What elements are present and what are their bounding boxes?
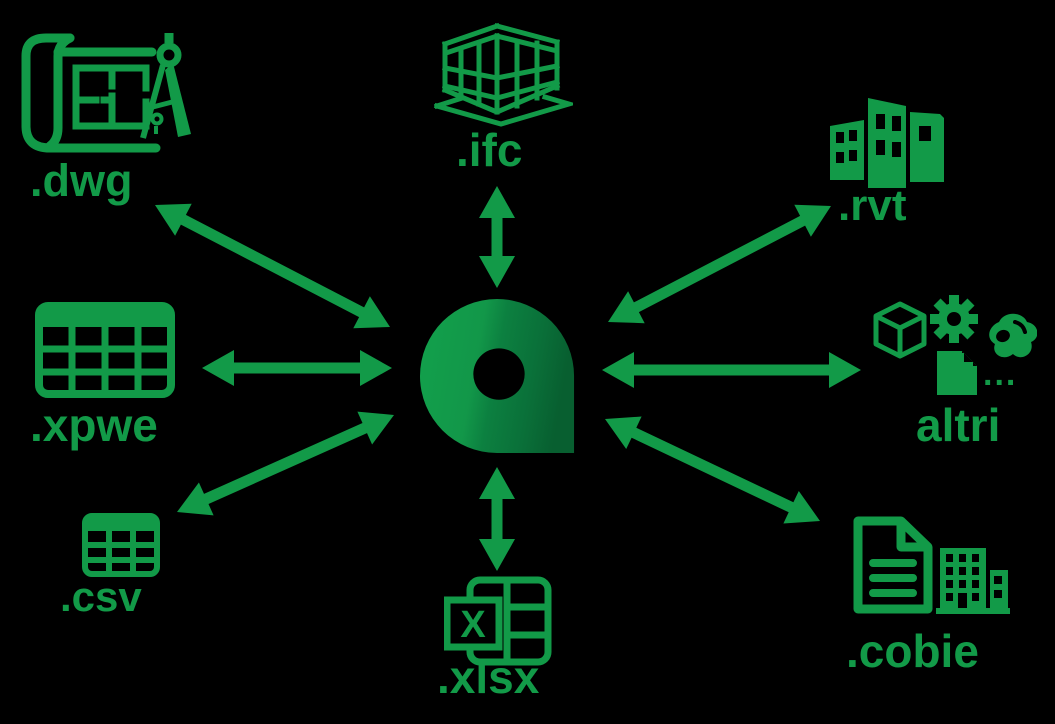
document-lines-icon <box>853 516 933 614</box>
node-label-rvt: .rvt <box>838 181 907 230</box>
building-filled-icon <box>936 548 1010 614</box>
double-arrow-dwg <box>155 203 390 329</box>
double-arrow-xpwe <box>202 350 392 386</box>
table-large-icon <box>35 302 175 398</box>
node-label-dwg: .dwg <box>30 155 133 206</box>
node-label-altri: altri <box>916 399 1001 451</box>
double-arrow-altri <box>602 352 861 388</box>
double-arrow-xlsx <box>479 467 515 571</box>
document-filled-icon <box>937 351 977 395</box>
excel-spreadsheet-icon: X <box>444 576 552 666</box>
node-label-cobie: .cobie <box>846 625 979 677</box>
acca-a-logo <box>420 298 575 454</box>
node-label-ifc: .ifc <box>456 124 523 176</box>
gear-icon <box>930 295 978 343</box>
table-small-icon <box>82 513 160 577</box>
blueprint-compass-icon <box>21 33 191 153</box>
node-label-csv: .csv <box>60 573 142 620</box>
city-buildings-icon <box>830 98 944 188</box>
node-label-xpwe: .xpwe <box>30 399 158 451</box>
double-arrow-csv <box>177 411 394 516</box>
excel-x-letter: X <box>460 604 486 646</box>
double-arrow-ifc <box>479 186 515 288</box>
double-arrow-cobie <box>605 416 820 524</box>
freeform-blob-icon <box>989 313 1037 358</box>
double-arrow-rvt <box>608 204 831 324</box>
cube-3d-icon <box>873 301 927 359</box>
compass-icon <box>140 33 191 139</box>
ellipsis-more-formats: ... <box>983 355 1018 393</box>
building-3d-wireframe-icon <box>433 22 573 127</box>
node-label-xlsx: .xlsx <box>437 651 540 703</box>
